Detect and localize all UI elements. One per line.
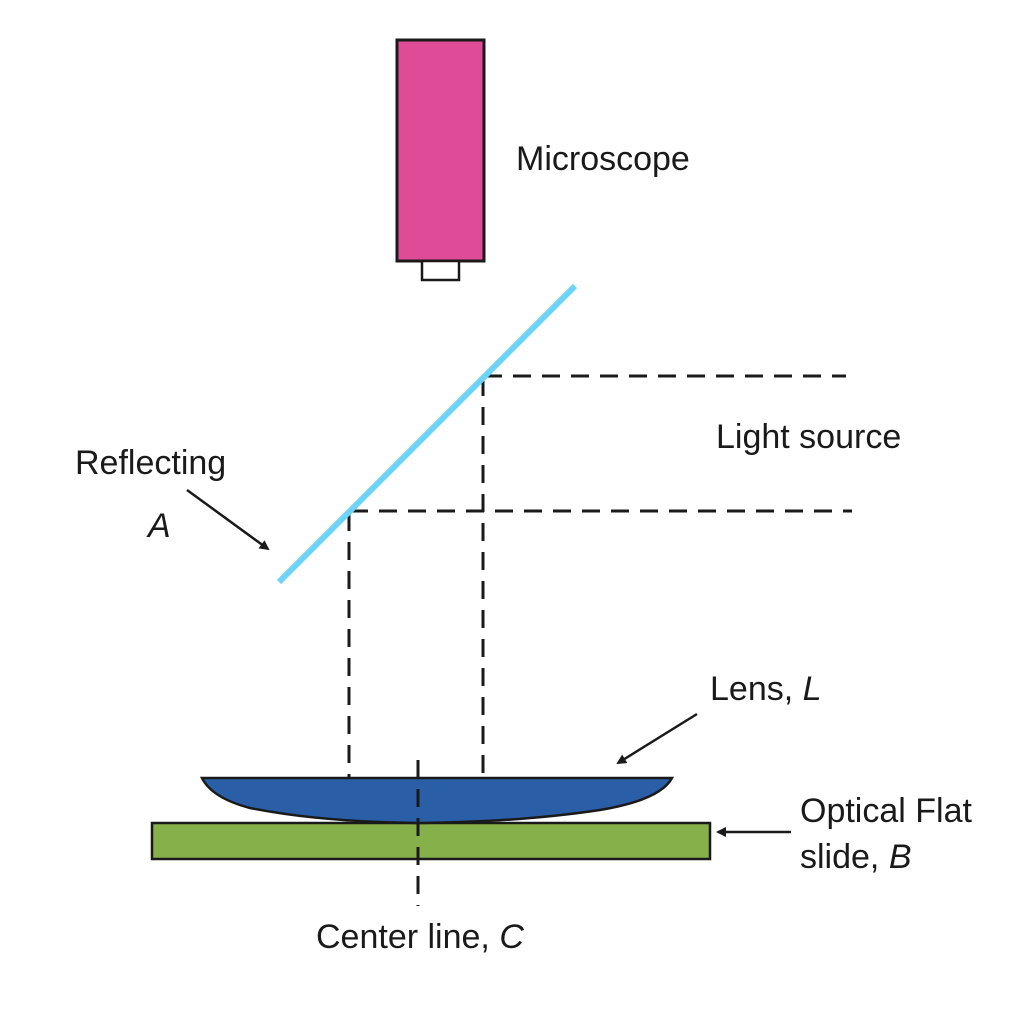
plano-convex-lens (199, 776, 675, 825)
reflecting-label: Reflecting (75, 444, 226, 482)
microscope-eyepiece (420, 259, 461, 282)
lens-arrow (616, 712, 698, 765)
reflecting-symbol: A (146, 507, 171, 545)
microscope-label: Microscope (516, 140, 690, 178)
light-source-label: Light source (716, 418, 901, 456)
lens-label: Lens, L (710, 670, 822, 708)
optical-flat-label-line2: slide, B (800, 838, 912, 876)
optical-flat-label: Optical Flat (800, 792, 972, 830)
reflecting-plate (276, 283, 578, 585)
microscope-body (395, 38, 486, 263)
optical-flat (150, 821, 712, 861)
center-line-label: Center line, C (316, 918, 524, 956)
light-rays (347, 374, 852, 778)
reflecting-arrow (186, 488, 270, 551)
